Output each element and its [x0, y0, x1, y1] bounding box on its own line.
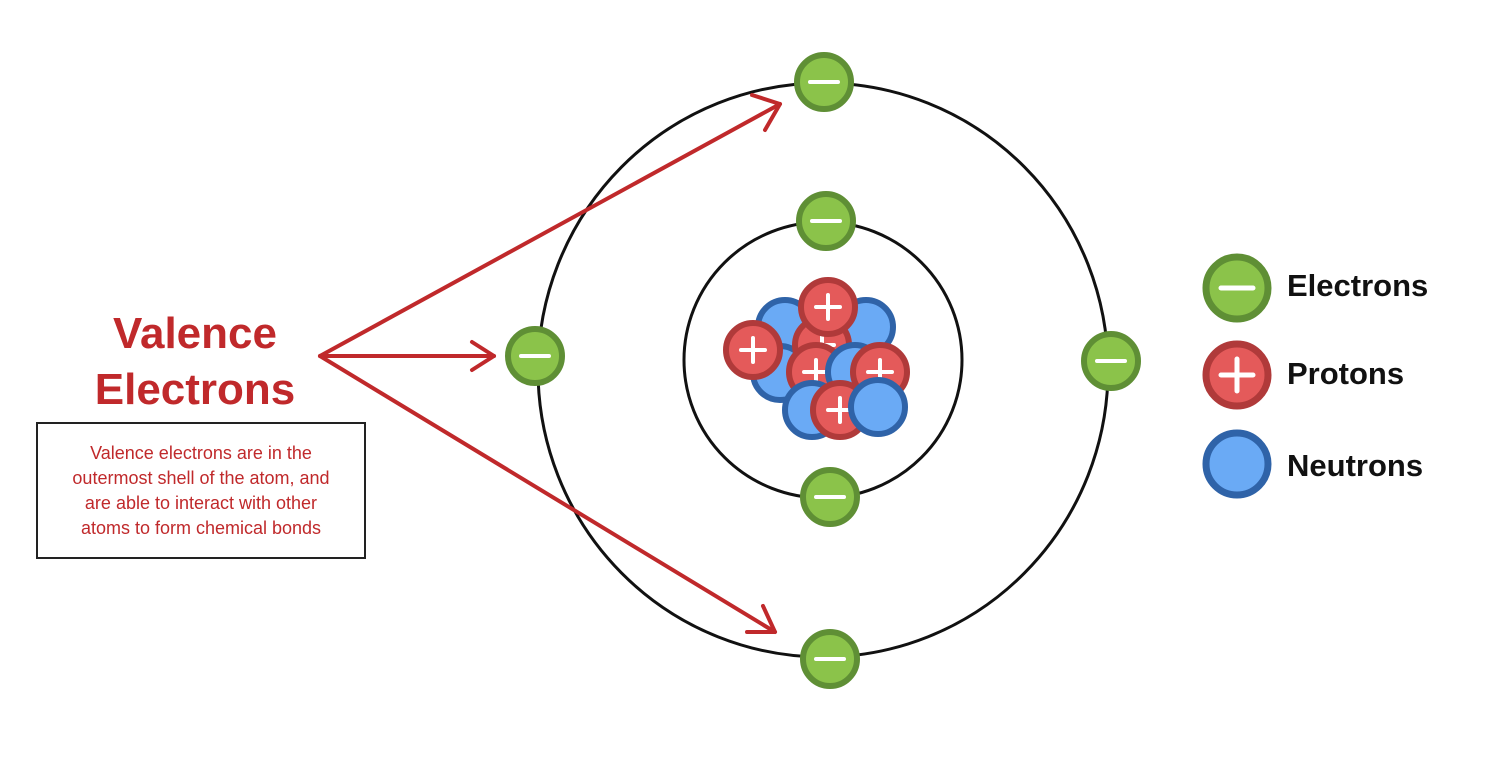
legend-proton-icon — [1202, 340, 1272, 410]
title-valence: Valence — [113, 309, 277, 358]
arrowhead-left — [470, 340, 496, 372]
valence-arrows — [318, 93, 782, 634]
arrowhead-top — [750, 93, 782, 132]
explanation-line-2: outermost shell of the atom, and — [72, 467, 330, 488]
explanation-line-1: Valence electrons are in the — [90, 442, 312, 463]
proton — [723, 320, 783, 380]
valence-electron-left — [505, 326, 565, 386]
valence-electron-top — [794, 52, 854, 112]
explanation-box: Valence electrons are in the outermost s… — [36, 422, 366, 559]
arrow-to-top-electron — [318, 102, 782, 358]
nucleus — [723, 277, 910, 440]
legend-label-protons: Protons — [1287, 356, 1405, 391]
valence-electron-right — [1081, 331, 1141, 391]
inner-electron-bottom — [800, 467, 860, 527]
legend-label-electrons: Electrons — [1287, 268, 1429, 303]
explanation-line-3: are able to interact with other — [84, 492, 318, 513]
valence-electron-bottom — [800, 629, 860, 689]
proton — [798, 277, 858, 337]
legend-neutron-icon — [1202, 429, 1272, 499]
legend-electron-icon — [1202, 253, 1272, 323]
arrow-to-bottom-electron — [318, 354, 777, 634]
legend-label-neutrons: Neutrons — [1287, 448, 1424, 483]
explanation-line-4: atoms to form chemical bonds — [80, 517, 322, 538]
inner-electron-top — [796, 191, 856, 251]
neutron — [848, 377, 908, 437]
arrowhead-bottom — [745, 604, 777, 634]
title-electrons: Electrons — [94, 365, 296, 414]
